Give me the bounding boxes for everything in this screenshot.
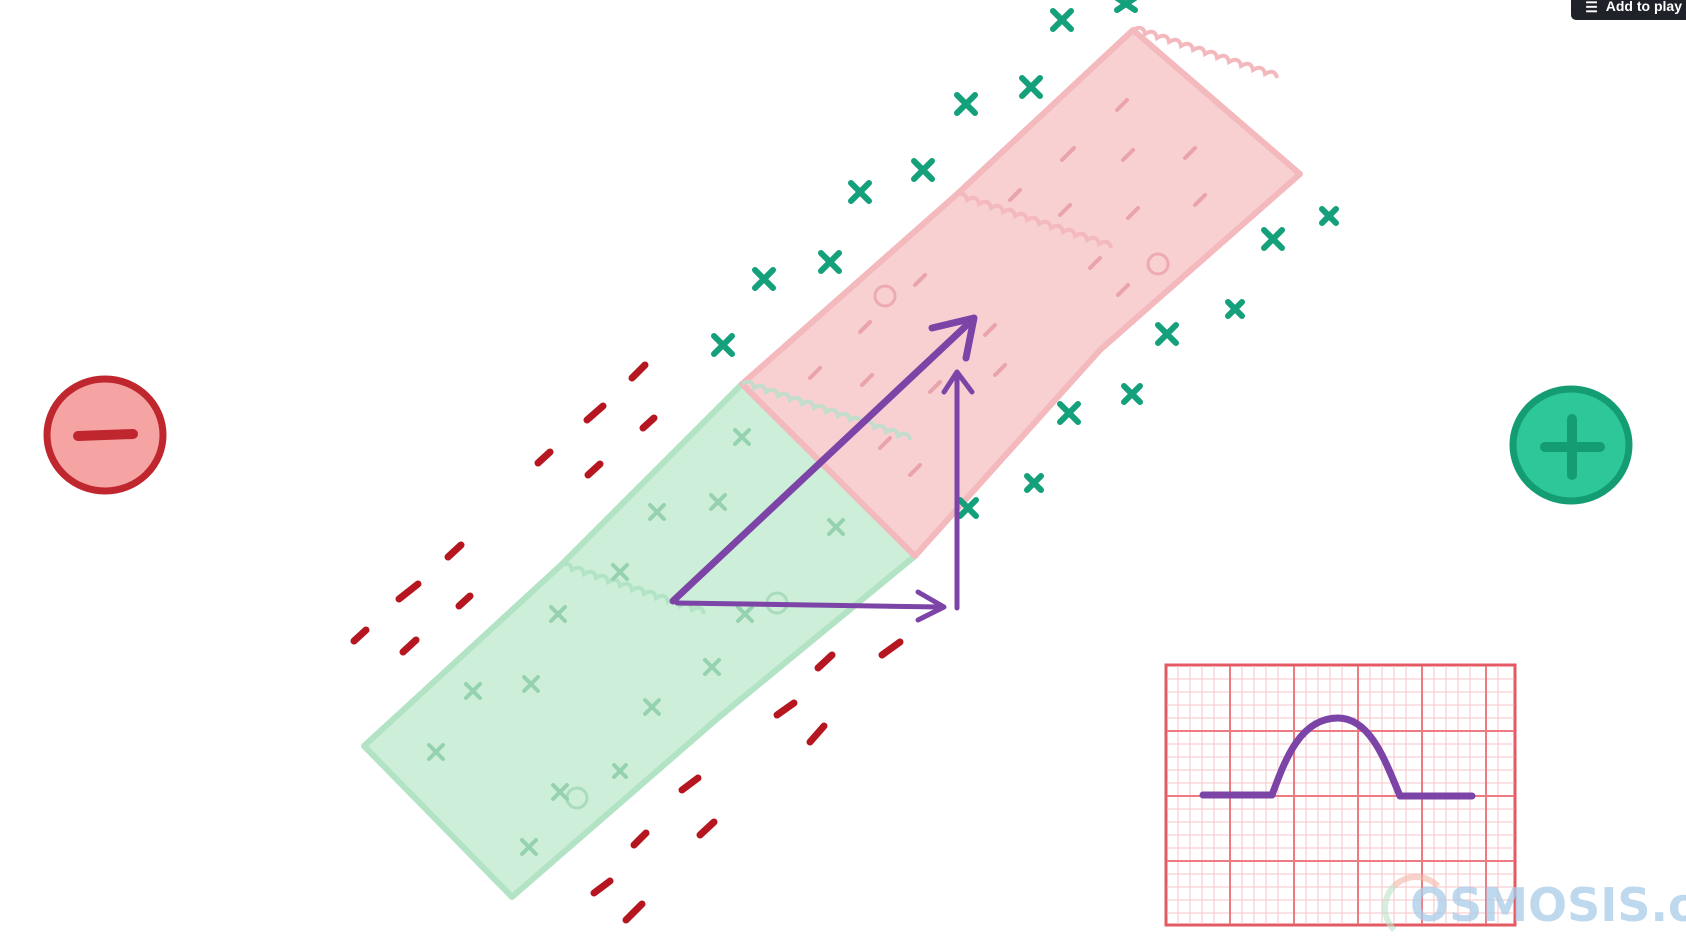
vertical-vector-arrowhead (941, 369, 975, 395)
interior-positive-charges (427, 428, 845, 856)
resultant-vector-arrowhead (928, 314, 978, 362)
watermark-logo-icon (1382, 874, 1450, 942)
ecg-trace (1199, 714, 1476, 800)
cell-boundary (1131, 25, 1279, 79)
cell-boundary (953, 191, 1113, 249)
cell-nucleus (873, 284, 897, 308)
watermark-text: OSMOSIS.org (1410, 878, 1686, 932)
cell-boundary (740, 379, 912, 441)
interior-negative-charges (808, 98, 1207, 477)
cell-boundary (558, 561, 706, 615)
horizontal-vector (674, 600, 943, 610)
exterior-positive-charges (711, 0, 1339, 519)
cell-nucleus (1146, 252, 1170, 276)
add-to-playlist-button[interactable]: ☰ Add to play (1571, 0, 1686, 20)
positive-electrode-icon (1509, 385, 1633, 505)
negative-electrode-icon (43, 375, 167, 495)
horizontal-vector-arrowhead (915, 589, 947, 623)
osmosis-watermark: OSMOSIS.org (1382, 874, 1686, 942)
resultant-vector (669, 320, 972, 605)
electrical-vectors (669, 314, 978, 623)
cardiac-cell-strip (361, 25, 1303, 900)
add-to-playlist-label: Add to play (1605, 0, 1682, 14)
playlist-add-icon: ☰ (1585, 0, 1598, 15)
exterior-negative-charges (350, 361, 904, 924)
ecg-major-grid (1167, 666, 1514, 924)
ecg-strip (1164, 663, 1517, 927)
